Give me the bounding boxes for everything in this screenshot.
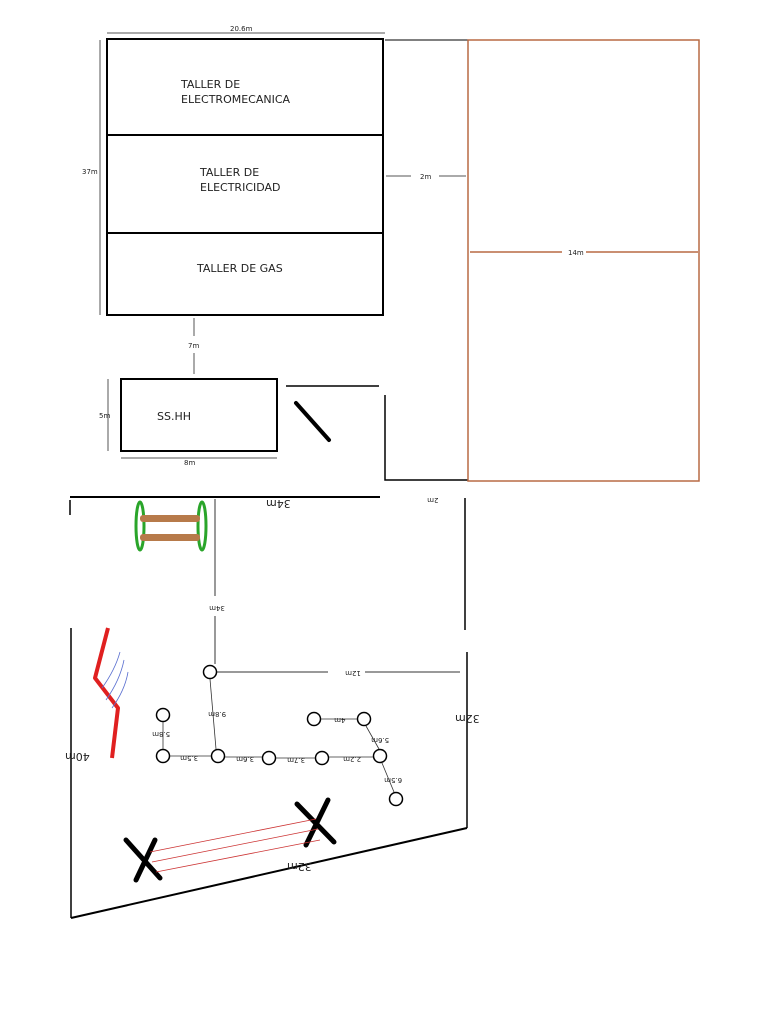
- dim-seg-right-down: 5.6m: [371, 736, 389, 744]
- dim-lower-top: 34m: [266, 497, 291, 510]
- dim-seg-4: 2.2m: [343, 755, 361, 763]
- node: [356, 711, 372, 727]
- dim-vertical-path: 34m: [209, 604, 225, 612]
- node: [155, 707, 171, 723]
- dim-node-left-up: 5.8m: [152, 730, 170, 738]
- dim-lower-right: 32m: [455, 712, 480, 725]
- dim-seg-1: 3.5m: [180, 754, 198, 762]
- dim-gap-below-gas: 7m: [188, 342, 199, 350]
- door-mark: [294, 401, 331, 442]
- link-node: [381, 762, 395, 793]
- dim-lower-top-right: 2m: [427, 496, 438, 504]
- link-red: [149, 818, 317, 853]
- room-electromecanica: [106, 38, 384, 136]
- link-red: [151, 828, 319, 863]
- link-node: [365, 725, 380, 750]
- dim-seg-right-lower: 6.5m: [384, 776, 402, 784]
- node: [388, 791, 404, 807]
- label-electricidad-2: ELECTRICIDAD: [200, 181, 281, 194]
- gap-bottom-line: [384, 395, 468, 481]
- flag-icon: [93, 627, 120, 759]
- link-node: [209, 678, 217, 750]
- room-sshh: [120, 378, 278, 452]
- label-gas: TALLER DE GAS: [196, 262, 283, 275]
- label-electromecanica-1: TALLER DE: [180, 78, 240, 91]
- dim-top-width: 20.6m: [230, 25, 253, 33]
- dim-seg-top: 4m: [334, 716, 345, 724]
- dim-seg-2: 3.6m: [236, 755, 254, 763]
- node: [314, 750, 330, 766]
- x-mark-icon: [123, 837, 163, 883]
- label-sshh: SS.HH: [157, 410, 191, 423]
- dim-field-divider: 14m: [568, 249, 584, 257]
- node: [306, 711, 322, 727]
- dim-gap-right: 2m: [420, 173, 431, 181]
- node: [261, 750, 277, 766]
- node: [202, 664, 218, 680]
- dim-node-vertical: 9.8m: [208, 710, 226, 718]
- dim-lower-left: 40m: [65, 750, 90, 763]
- lower-bottom-boundary: [70, 827, 468, 919]
- dim-seg-3: 3.7m: [287, 756, 305, 764]
- flag-hatch: [101, 651, 129, 709]
- dim-sshh-height: 5m: [99, 412, 110, 420]
- field-outline: [467, 39, 700, 482]
- node-group: [155, 664, 404, 807]
- x-mark-icon: [294, 797, 337, 848]
- label-electromecanica-2: ELECTROMECANICA: [181, 93, 291, 106]
- label-electricidad-1: TALLER DE: [199, 166, 259, 179]
- link-red: [155, 839, 321, 873]
- node: [155, 748, 171, 764]
- dim-horizontal-path: 12m: [345, 669, 361, 677]
- node: [210, 748, 226, 764]
- dim-sshh-width: 8m: [184, 459, 195, 467]
- bench-icon: [134, 500, 208, 552]
- dim-lower-bottom: 32m: [287, 860, 312, 873]
- dim-left-height: 37m: [82, 168, 98, 176]
- room-gas: [106, 232, 384, 316]
- node: [372, 748, 388, 764]
